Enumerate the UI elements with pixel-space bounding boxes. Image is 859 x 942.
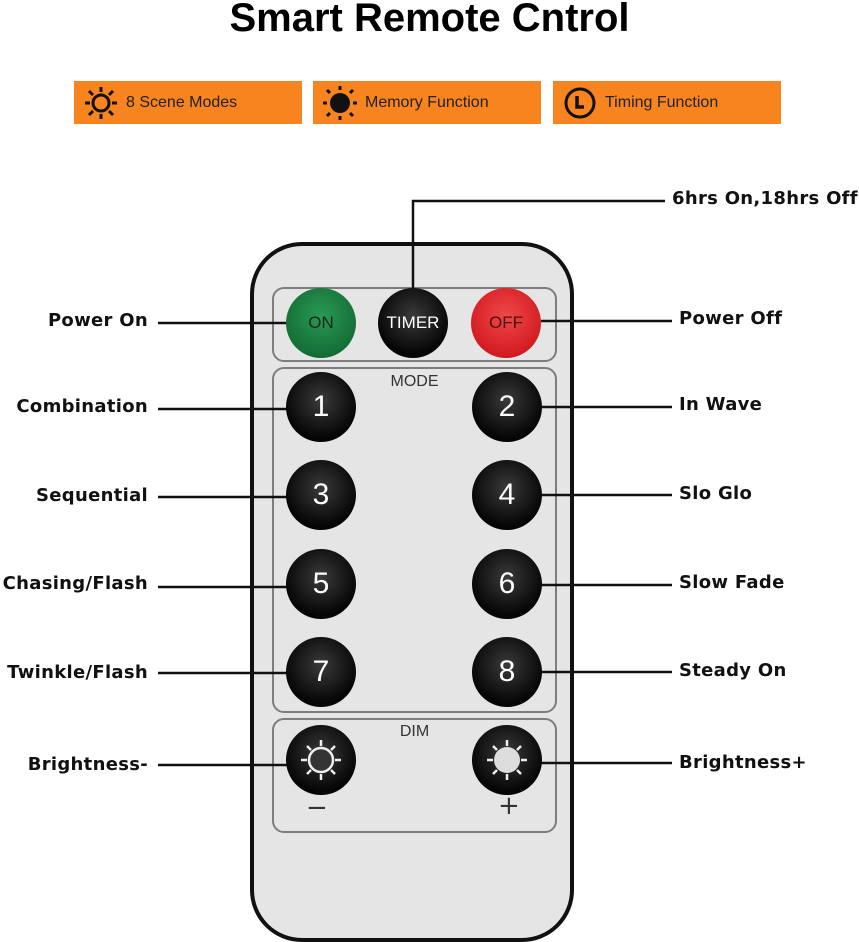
mode-button-6[interactable]: 6 [472,549,542,619]
mode-button-4[interactable]: 4 [472,460,542,530]
mode-button-3[interactable]: 3 [286,460,356,530]
on-button[interactable]: ON [286,288,356,358]
clock-icon [564,87,596,118]
callout-mode-4: Slo Glo [679,483,753,504]
callout-mode-5: Chasing/Flash [2,573,148,594]
dim-sun-icon [301,740,341,780]
feature-label: Timing Function [605,93,719,111]
callout-brightness-plus: Brightness+ [679,752,807,773]
page-title: Smart Remote Cntrol [229,0,630,40]
callout-timer: 6hrs On,18hrs Off [672,188,858,209]
feature-timing: Timing Function [553,81,781,124]
callout-mode-6: Slow Fade [679,572,785,593]
callout-power-off: Power Off [679,308,783,329]
callout-mode-7: Twinkle/Flash [7,662,148,683]
mode-panel [272,367,557,713]
callout-brightness-minus: Brightness- [27,754,148,775]
sun-outline-icon [85,86,117,119]
plus-label: + [498,791,520,821]
mode-label: MODE [390,373,439,390]
brightness-up-button[interactable] [472,725,542,795]
dim-panel [272,718,557,833]
brightness-down-button[interactable] [286,725,356,795]
callout-mode-8: Steady On [679,660,787,681]
timer-button[interactable]: TIMER [378,288,448,358]
feature-label: Memory Function [365,93,489,111]
mode-button-7[interactable]: 7 [286,637,356,707]
mode-button-8[interactable]: 8 [472,637,542,707]
callout-mode-3: Sequential [36,485,148,506]
callout-power-on: Power On [47,310,148,331]
feature-label: 8 Scene Modes [126,93,238,111]
off-button[interactable]: OFF [471,288,541,358]
feature-memory: Memory Function [313,81,541,124]
bright-sun-icon [487,740,527,780]
mode-button-5[interactable]: 5 [286,549,356,619]
mode-button-1[interactable]: 1 [286,372,356,442]
mode-button-2[interactable]: 2 [472,372,542,442]
minus-label: − [306,793,328,823]
callout-mode-1: Combination [16,396,148,417]
dim-label: DIM [399,723,430,740]
sun-filled-icon [323,85,357,120]
feature-scene-modes: 8 Scene Modes [74,81,302,124]
callout-mode-2: In Wave [679,394,763,415]
